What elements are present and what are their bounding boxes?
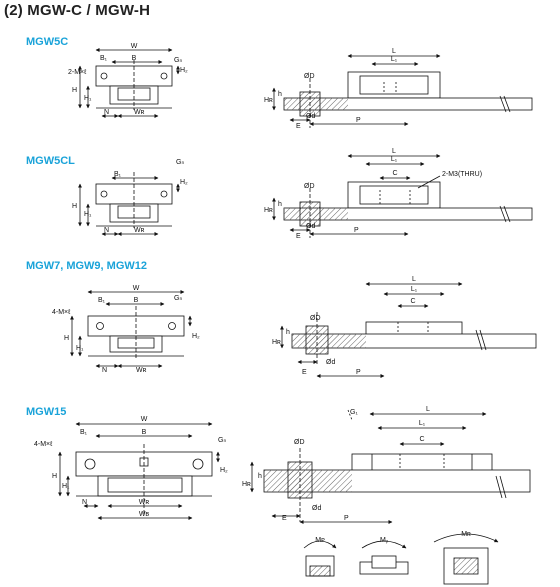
mgw7-label-N: N xyxy=(102,367,107,374)
mgw15-label-G1: G₁ xyxy=(350,409,358,416)
mgw15-label-WB: Wʙ xyxy=(139,511,150,518)
mgw7-label-D: ØD xyxy=(310,315,321,322)
mgw15-label-B1: B₁ xyxy=(80,429,88,436)
mgw15-label-L1: L₁ xyxy=(419,420,426,427)
mgw5c-label-d: Ød xyxy=(306,113,315,120)
mgw15-label-P: P xyxy=(344,515,349,522)
mgw5c-label-B1: B₁ xyxy=(100,55,108,62)
mgw15-label-Gn: Gₙ xyxy=(218,437,226,444)
mgw5cl-end-view xyxy=(78,172,180,236)
moment-icons xyxy=(303,533,499,585)
mgw5c-label-WR: Wʀ xyxy=(134,109,145,116)
mgw7-label-L1: L₁ xyxy=(411,286,418,293)
mgw5c-label-HR: Hʀ xyxy=(264,97,273,104)
mgw15-label-H2: H₂ xyxy=(220,467,228,474)
mgw7-side-view xyxy=(280,282,537,378)
mgw15-label-h: h xyxy=(258,473,262,480)
mgw15-label-D: ØD xyxy=(294,439,305,446)
mgw5cl-label-P: P xyxy=(354,227,359,234)
mgw5cl-label-N: N xyxy=(104,227,109,234)
mgw15-label-W: W xyxy=(141,416,148,423)
mgw5cl-label-WR: Wʀ xyxy=(134,227,145,234)
section-label-mgw5cl: MGW5CL xyxy=(26,155,75,167)
mgw5cl-label-HR: Hʀ xyxy=(264,207,273,214)
mgw7-label-L: L xyxy=(412,276,416,283)
page-title: (2) MGW-C / MGW-H xyxy=(4,2,151,19)
mgw5cl-label-H1: H₁ xyxy=(84,211,92,218)
mgw5cl-label-D: ØD xyxy=(304,183,315,190)
mgw5c-end-view xyxy=(78,48,180,118)
mgw7-label-H: H xyxy=(64,335,69,342)
mgw5c-label-M: 2-M×ℓ xyxy=(68,69,87,76)
mgw5cl-label-d: Ød xyxy=(306,223,315,230)
mgw15-label-H1: H₁ xyxy=(62,483,70,490)
mgw15-label-d: Ød xyxy=(312,505,321,512)
section-label-mgw5c: MGW5C xyxy=(26,36,69,48)
moment-label-mp: Mᴘ xyxy=(315,537,325,544)
section-label-mgw15: MGW15 xyxy=(26,406,67,418)
mgw7-label-HR: Hʀ xyxy=(272,339,281,346)
mgw5cl-label-H: H xyxy=(72,203,77,210)
mgw7-label-C: C xyxy=(410,298,415,305)
mgw15-label-M: 4-M×ℓ xyxy=(34,441,53,448)
mgw15-label-HR: Hʀ xyxy=(242,481,251,488)
mgw5c-label-L1: L₁ xyxy=(391,56,398,63)
mgw7-label-d: Ød xyxy=(326,359,335,366)
mgw7-label-H2: H₂ xyxy=(192,333,200,340)
mgw7-label-W: W xyxy=(133,285,140,292)
mgw5c-label-N: N xyxy=(104,109,109,116)
mgw5cl-label-L1: L₁ xyxy=(391,156,398,163)
mgw15-label-H: H xyxy=(52,473,57,480)
mgw7-label-E: E xyxy=(302,369,307,376)
mgw7-label-H1: H₁ xyxy=(76,345,84,352)
mgw15-label-L: L xyxy=(426,406,430,413)
mgw7-label-h: h xyxy=(286,329,290,336)
mgw15-end-view xyxy=(58,422,220,520)
moment-label-mr: Mʀ xyxy=(461,531,471,538)
mgw15-label-N: N xyxy=(82,499,87,506)
mgw5cl-label-B1: B₁ xyxy=(114,171,122,178)
mgw5cl-label-E: E xyxy=(296,233,301,240)
mgw5c-label-H1: H₁ xyxy=(84,95,92,102)
mgw5cl-label-M: 2-M3(THRU) xyxy=(442,171,482,178)
mgw7-label-B: B xyxy=(134,297,139,304)
mgw5c-label-P: P xyxy=(356,117,361,124)
moment-label-my: Mᵧ xyxy=(380,537,389,544)
mgw5c-label-H2: H₂ xyxy=(180,67,188,74)
mgw7-label-WR: Wʀ xyxy=(136,367,147,374)
mgw5c-label-D: ØD xyxy=(304,73,315,80)
mgw7-label-P: P xyxy=(356,369,361,376)
mgw5c-label-E: E xyxy=(296,123,301,130)
mgw5cl-label-h: h xyxy=(278,201,282,208)
mgw15-label-B: B xyxy=(142,429,147,436)
mgw15-label-C: C xyxy=(419,436,424,443)
mgw7-end-view xyxy=(70,290,192,368)
mgw5c-label-h: h xyxy=(278,91,282,98)
mgw5cl-label-H2: H₂ xyxy=(180,179,188,186)
mgw5c-label-L: L xyxy=(392,48,396,55)
mgw5cl-label-L: L xyxy=(392,148,396,155)
mgw5cl-label-Gn: Gₙ xyxy=(176,159,184,166)
mgw15-label-WR: Wʀ xyxy=(139,499,150,506)
mgw15-label-E: E xyxy=(282,515,287,522)
mgw5c-label-H: H xyxy=(72,87,77,94)
mgw5cl-side-view xyxy=(272,154,533,238)
mgw7-label-B1: B₁ xyxy=(98,297,106,304)
mgw5c-side-view xyxy=(272,54,533,128)
mgw7-label-Gn: Gₙ xyxy=(174,295,182,302)
mgw5cl-label-C: C xyxy=(392,170,397,177)
mgw7-label-M: 4-M×ℓ xyxy=(52,309,71,316)
section-label-mgw7-9-12: MGW7, MGW9, MGW12 xyxy=(26,260,147,272)
mgw5c-label-Gn: Gₙ xyxy=(174,57,182,64)
mgw15-side-view xyxy=(250,409,531,524)
mgw5c-label-B: B xyxy=(132,55,137,62)
mgw5c-label-W: W xyxy=(131,43,138,50)
